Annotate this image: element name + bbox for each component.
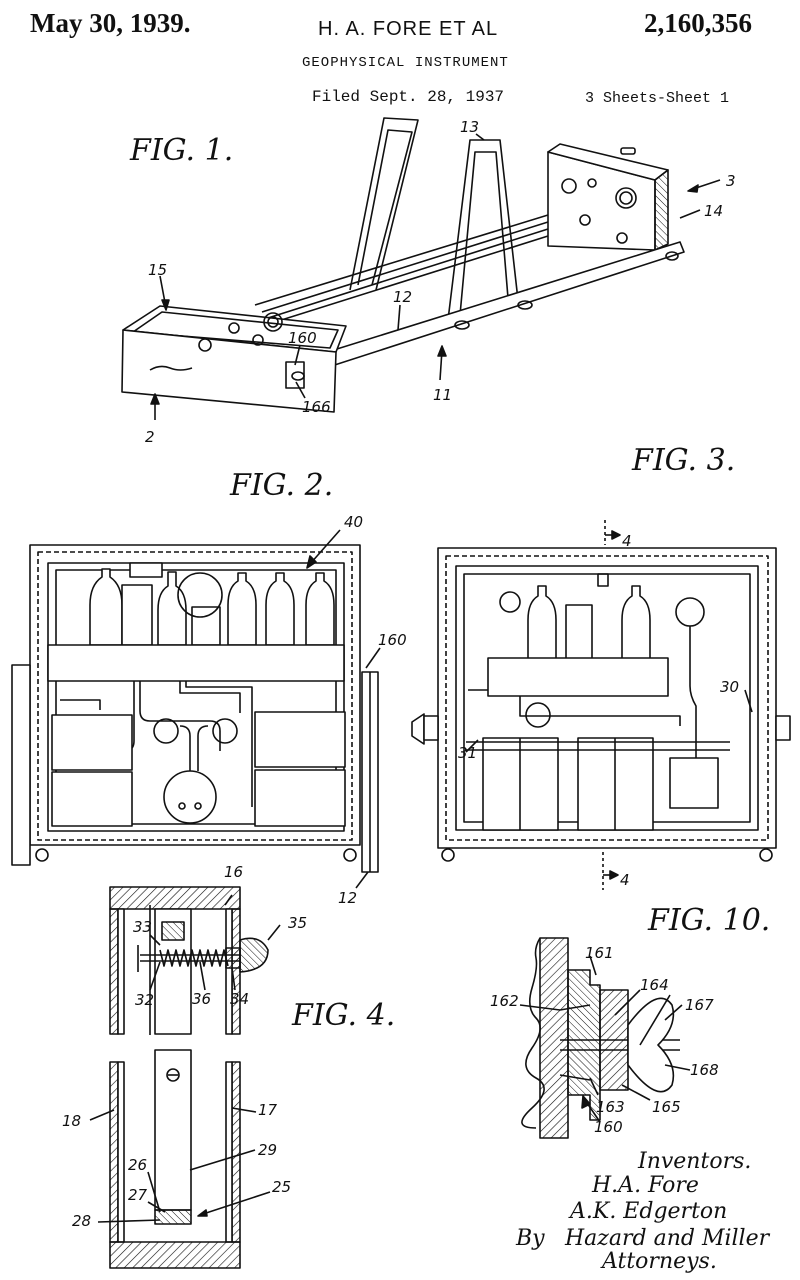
- ref-31: 31: [458, 744, 477, 762]
- ref-26: 26: [128, 1156, 147, 1174]
- figure-4-drawing: [89, 886, 281, 1269]
- ref-4-bottom: 4: [620, 871, 630, 889]
- ref-2: 2: [145, 428, 155, 446]
- inventor-name-2: A.K. Edgerton: [568, 1199, 727, 1224]
- ref-32: 32: [135, 991, 154, 1009]
- ref-27: 27: [128, 1186, 148, 1204]
- ref-11: 11: [433, 386, 452, 404]
- ref-166: 166: [302, 398, 331, 416]
- fig-1-label: FIG. 1.: [129, 133, 233, 168]
- ref-162: 162: [490, 992, 519, 1010]
- ref-25: 25: [272, 1178, 291, 1196]
- ref-12-fig2: 12: [338, 889, 357, 907]
- figure-10-drawing: [519, 937, 691, 1139]
- fig-10-label: FIG. 10.: [647, 903, 770, 938]
- ref-29: 29: [258, 1141, 277, 1159]
- attorney-firm-signature: Hazard and Miller: [564, 1226, 771, 1251]
- ref-18: 18: [62, 1112, 81, 1130]
- ref-33: 33: [133, 918, 152, 936]
- figure-1-drawing: [121, 117, 721, 420]
- ref-160-fig10: 160: [594, 1118, 623, 1136]
- patent-number: 2,160,356: [644, 8, 752, 38]
- inventor-line: H. A. FORE ET AL: [318, 18, 499, 40]
- ref-3: 3: [726, 172, 736, 190]
- ref-4-top: 4: [622, 532, 632, 550]
- ref-167: 167: [685, 996, 714, 1014]
- ref-160-fig1: 160: [288, 329, 317, 347]
- patent-date: May 30, 1939.: [30, 8, 191, 38]
- ref-12-fig1: 12: [393, 288, 412, 306]
- ref-28: 28: [72, 1212, 91, 1230]
- ref-164: 164: [640, 976, 669, 994]
- ref-30: 30: [720, 678, 739, 696]
- ref-17: 17: [258, 1101, 278, 1119]
- ref-14: 14: [704, 202, 723, 220]
- by-label: By: [515, 1226, 545, 1251]
- patent-title: GEOPHYSICAL INSTRUMENT: [302, 55, 509, 71]
- ref-160-fig2: 160: [378, 631, 407, 649]
- ref-161: 161: [585, 944, 614, 962]
- figure-3-drawing: [411, 520, 791, 890]
- fig-2-label: FIG. 2.: [229, 468, 333, 503]
- sheet-count: 3 Sheets-Sheet 1: [585, 90, 730, 107]
- fig-3-label: FIG. 3.: [631, 443, 735, 478]
- ref-165: 165: [652, 1098, 681, 1116]
- figure-2-drawing: [11, 529, 381, 889]
- ref-36: 36: [192, 990, 211, 1008]
- inventors-label: Inventors.: [637, 1149, 751, 1174]
- ref-15: 15: [148, 261, 167, 279]
- inventor-name-1: H.A. Fore: [591, 1173, 699, 1198]
- filed-date: Filed Sept. 28, 1937: [312, 88, 505, 106]
- fig-4-label: FIG. 4.: [291, 998, 395, 1033]
- ref-40: 40: [344, 513, 363, 531]
- ref-16: 16: [224, 863, 243, 881]
- ref-13: 13: [460, 118, 479, 136]
- ref-35: 35: [288, 914, 307, 932]
- ref-163: 163: [596, 1098, 625, 1116]
- attorneys-label: Attorneys.: [600, 1249, 717, 1274]
- ref-168: 168: [690, 1061, 719, 1079]
- ref-34: 34: [230, 990, 249, 1008]
